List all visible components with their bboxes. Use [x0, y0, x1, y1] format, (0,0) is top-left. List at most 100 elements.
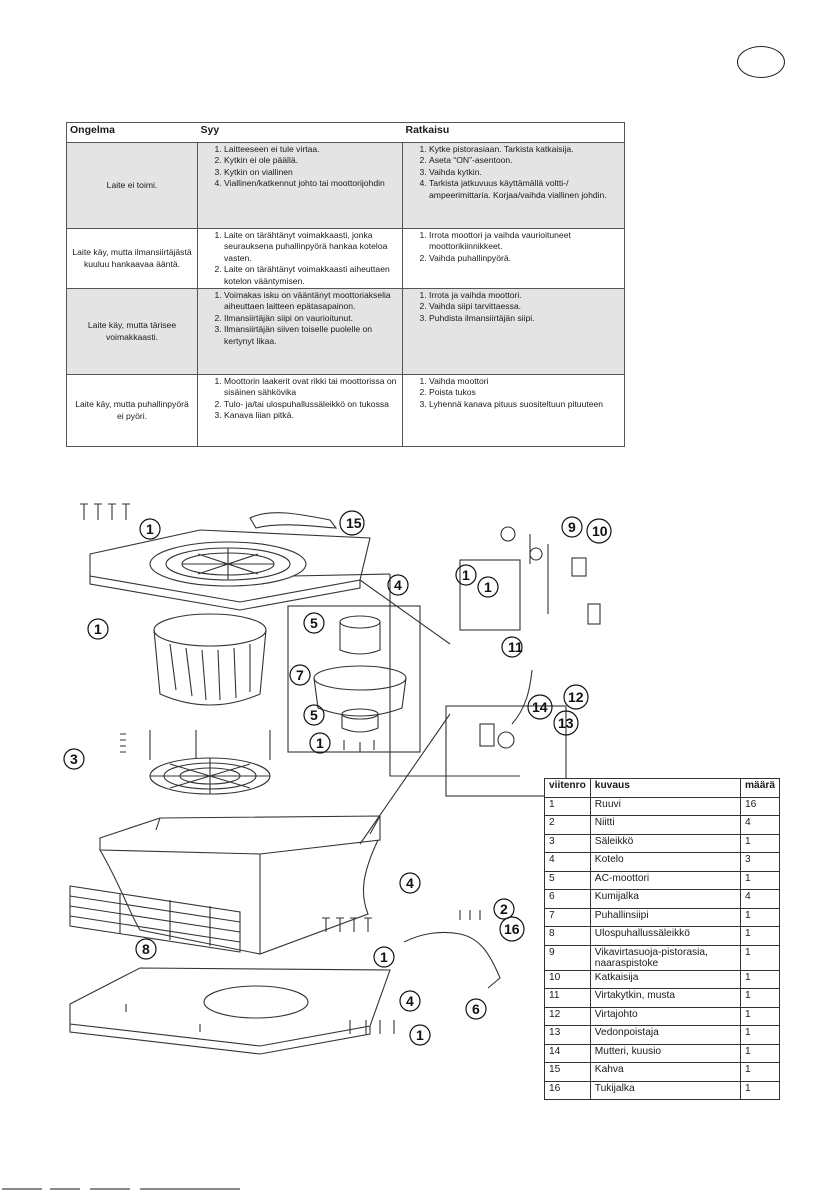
qty-cell: 1 [739, 944, 781, 971]
problem-cell: Laite ei toimi. [66, 142, 198, 229]
header-cause: Syy [197, 122, 403, 143]
desc-cell: Ruuvi [589, 796, 741, 816]
qty-cell: 1 [739, 1025, 781, 1045]
ref-cell: 10 [544, 969, 591, 989]
list-item: Laitteeseen ei tule virtaa. [224, 144, 398, 155]
problem-cell: Laite käy, mutta tärisee voimakkaasti. [66, 288, 198, 376]
desc-cell: Vedonpoistaja [589, 1025, 741, 1045]
desc-cell: Niitti [589, 815, 741, 835]
list-item: Aseta “ON”-asentoon. [429, 155, 620, 166]
list-item: Ilmansiirtäjän siiven toiselle puolelle … [224, 324, 398, 347]
callout-label: 15 [346, 515, 362, 531]
ref-cell: 11 [544, 988, 591, 1008]
callout-label: 5 [310, 707, 318, 723]
table-row: Laite käy, mutta tärisee voimakkaasti. V… [66, 288, 625, 376]
list-item: Kanava liian pitkä. [224, 410, 398, 421]
callout-label: 11 [508, 639, 523, 655]
header-qty: määrä [739, 778, 781, 798]
desc-cell: Ulospuhallussäleikkö [589, 926, 741, 946]
desc-cell: Kumijalka [589, 889, 741, 909]
ref-cell: 4 [544, 852, 591, 872]
table-row: Laite käy, mutta puhallinpyörä ei pyöri.… [66, 374, 625, 448]
callout-label: 1 [462, 567, 470, 583]
qty-cell: 1 [739, 870, 781, 890]
qty-cell: 1 [739, 833, 781, 853]
problem-cell: Laite käy, mutta ilmansiirtäjästä kuuluu… [66, 227, 198, 290]
header-problem: Ongelma [66, 122, 198, 143]
desc-cell: AC-moottori [589, 870, 741, 890]
desc-cell: Vikavirtasuoja-pistorasia, naaraspistoke [589, 944, 741, 971]
ref-cell: 3 [544, 833, 591, 853]
callout-label: 5 [310, 615, 318, 631]
list-item: Irrota moottori ja vaihda vaurioituneet … [429, 230, 620, 253]
callout-label: 1 [146, 521, 154, 537]
motor-detail-drawing [287, 605, 421, 753]
callout-label: 12 [568, 689, 584, 705]
ref-cell: 12 [544, 1006, 591, 1026]
desc-cell: Kotelo [589, 852, 741, 872]
callout-label: 2 [500, 901, 508, 917]
callout-label: 9 [568, 519, 576, 535]
support-cord-drawing [403, 931, 501, 989]
callout-label: 7 [296, 667, 304, 683]
desc-cell: Katkaisija [589, 969, 741, 989]
cause-cell: Voimakas isku on vääntänyt moottoriaksel… [197, 288, 403, 376]
header-solution: Ratkaisu [402, 122, 625, 143]
ref-cell: 14 [544, 1043, 591, 1063]
qty-cell: 1 [739, 988, 781, 1008]
cord-detail-drawing [445, 669, 567, 797]
screws-icon [80, 503, 130, 520]
desc-cell: Puhallinsiipi [589, 907, 741, 927]
bottom-plate-drawing [69, 967, 391, 1055]
qty-cell: 4 [739, 815, 781, 835]
callout-label: 10 [592, 523, 608, 539]
callout-label: 4 [406, 993, 414, 1009]
handle-drawing [249, 512, 338, 529]
troubleshooting-header-row: Ongelma Syy Ratkaisu [66, 122, 625, 143]
list-item: Vaihda siipi tarvittaessa. [429, 301, 620, 312]
list-item: Lyhennä kanava pituus suositeltuun pituu… [429, 399, 620, 410]
solution-cell: Kytke pistorasiaan. Tarkista katkaisija.… [402, 142, 625, 229]
ref-cell: 6 [544, 889, 591, 909]
callout-label: 4 [394, 577, 402, 593]
ref-cell: 2 [544, 815, 591, 835]
ref-cell: 15 [544, 1062, 591, 1082]
qty-cell: 1 [739, 1062, 781, 1082]
list-item: Tulo- ja/tai ulospuhallussäleikkö on tuk… [224, 399, 398, 410]
list-item: Laite on tärähtänyt voimakkaasti, jonka … [224, 230, 398, 264]
ref-cell: 16 [544, 1080, 591, 1100]
parts-header-row: viitenro kuvaus määrä [544, 778, 781, 798]
list-item: Kytke pistorasiaan. Tarkista katkaisija. [429, 144, 620, 155]
qty-cell: 16 [739, 796, 781, 816]
language-badge [737, 46, 785, 78]
callout-label: 1 [484, 579, 492, 595]
list-item: Voimakas isku on vääntänyt moottoriaksel… [224, 290, 398, 313]
callout-label: 8 [142, 941, 150, 957]
ref-cell: 1 [544, 796, 591, 816]
solution-cell: Irrota moottori ja vaihda vaurioituneet … [402, 227, 625, 290]
solution-cell: Vaihda moottori Poista tukos Lyhennä kan… [402, 374, 625, 448]
qty-cell: 1 [739, 907, 781, 927]
problem-cell: Laite käy, mutta puhallinpyörä ei pyöri. [66, 374, 198, 448]
callout-label: 14 [532, 699, 548, 715]
table-row: Laite käy, mutta ilmansiirtäjästä kuuluu… [66, 227, 625, 290]
list-item: Puhdista ilmansiirtäjän siipi. [429, 313, 620, 324]
exhaust-grille-drawing [69, 885, 241, 953]
table-row: Laite ei toimi. Laitteeseen ei tule virt… [66, 142, 625, 229]
callout-label: 13 [558, 715, 574, 731]
callout-label: 1 [416, 1027, 424, 1043]
qty-cell: 1 [739, 1006, 781, 1026]
callout-label: 3 [70, 751, 78, 767]
